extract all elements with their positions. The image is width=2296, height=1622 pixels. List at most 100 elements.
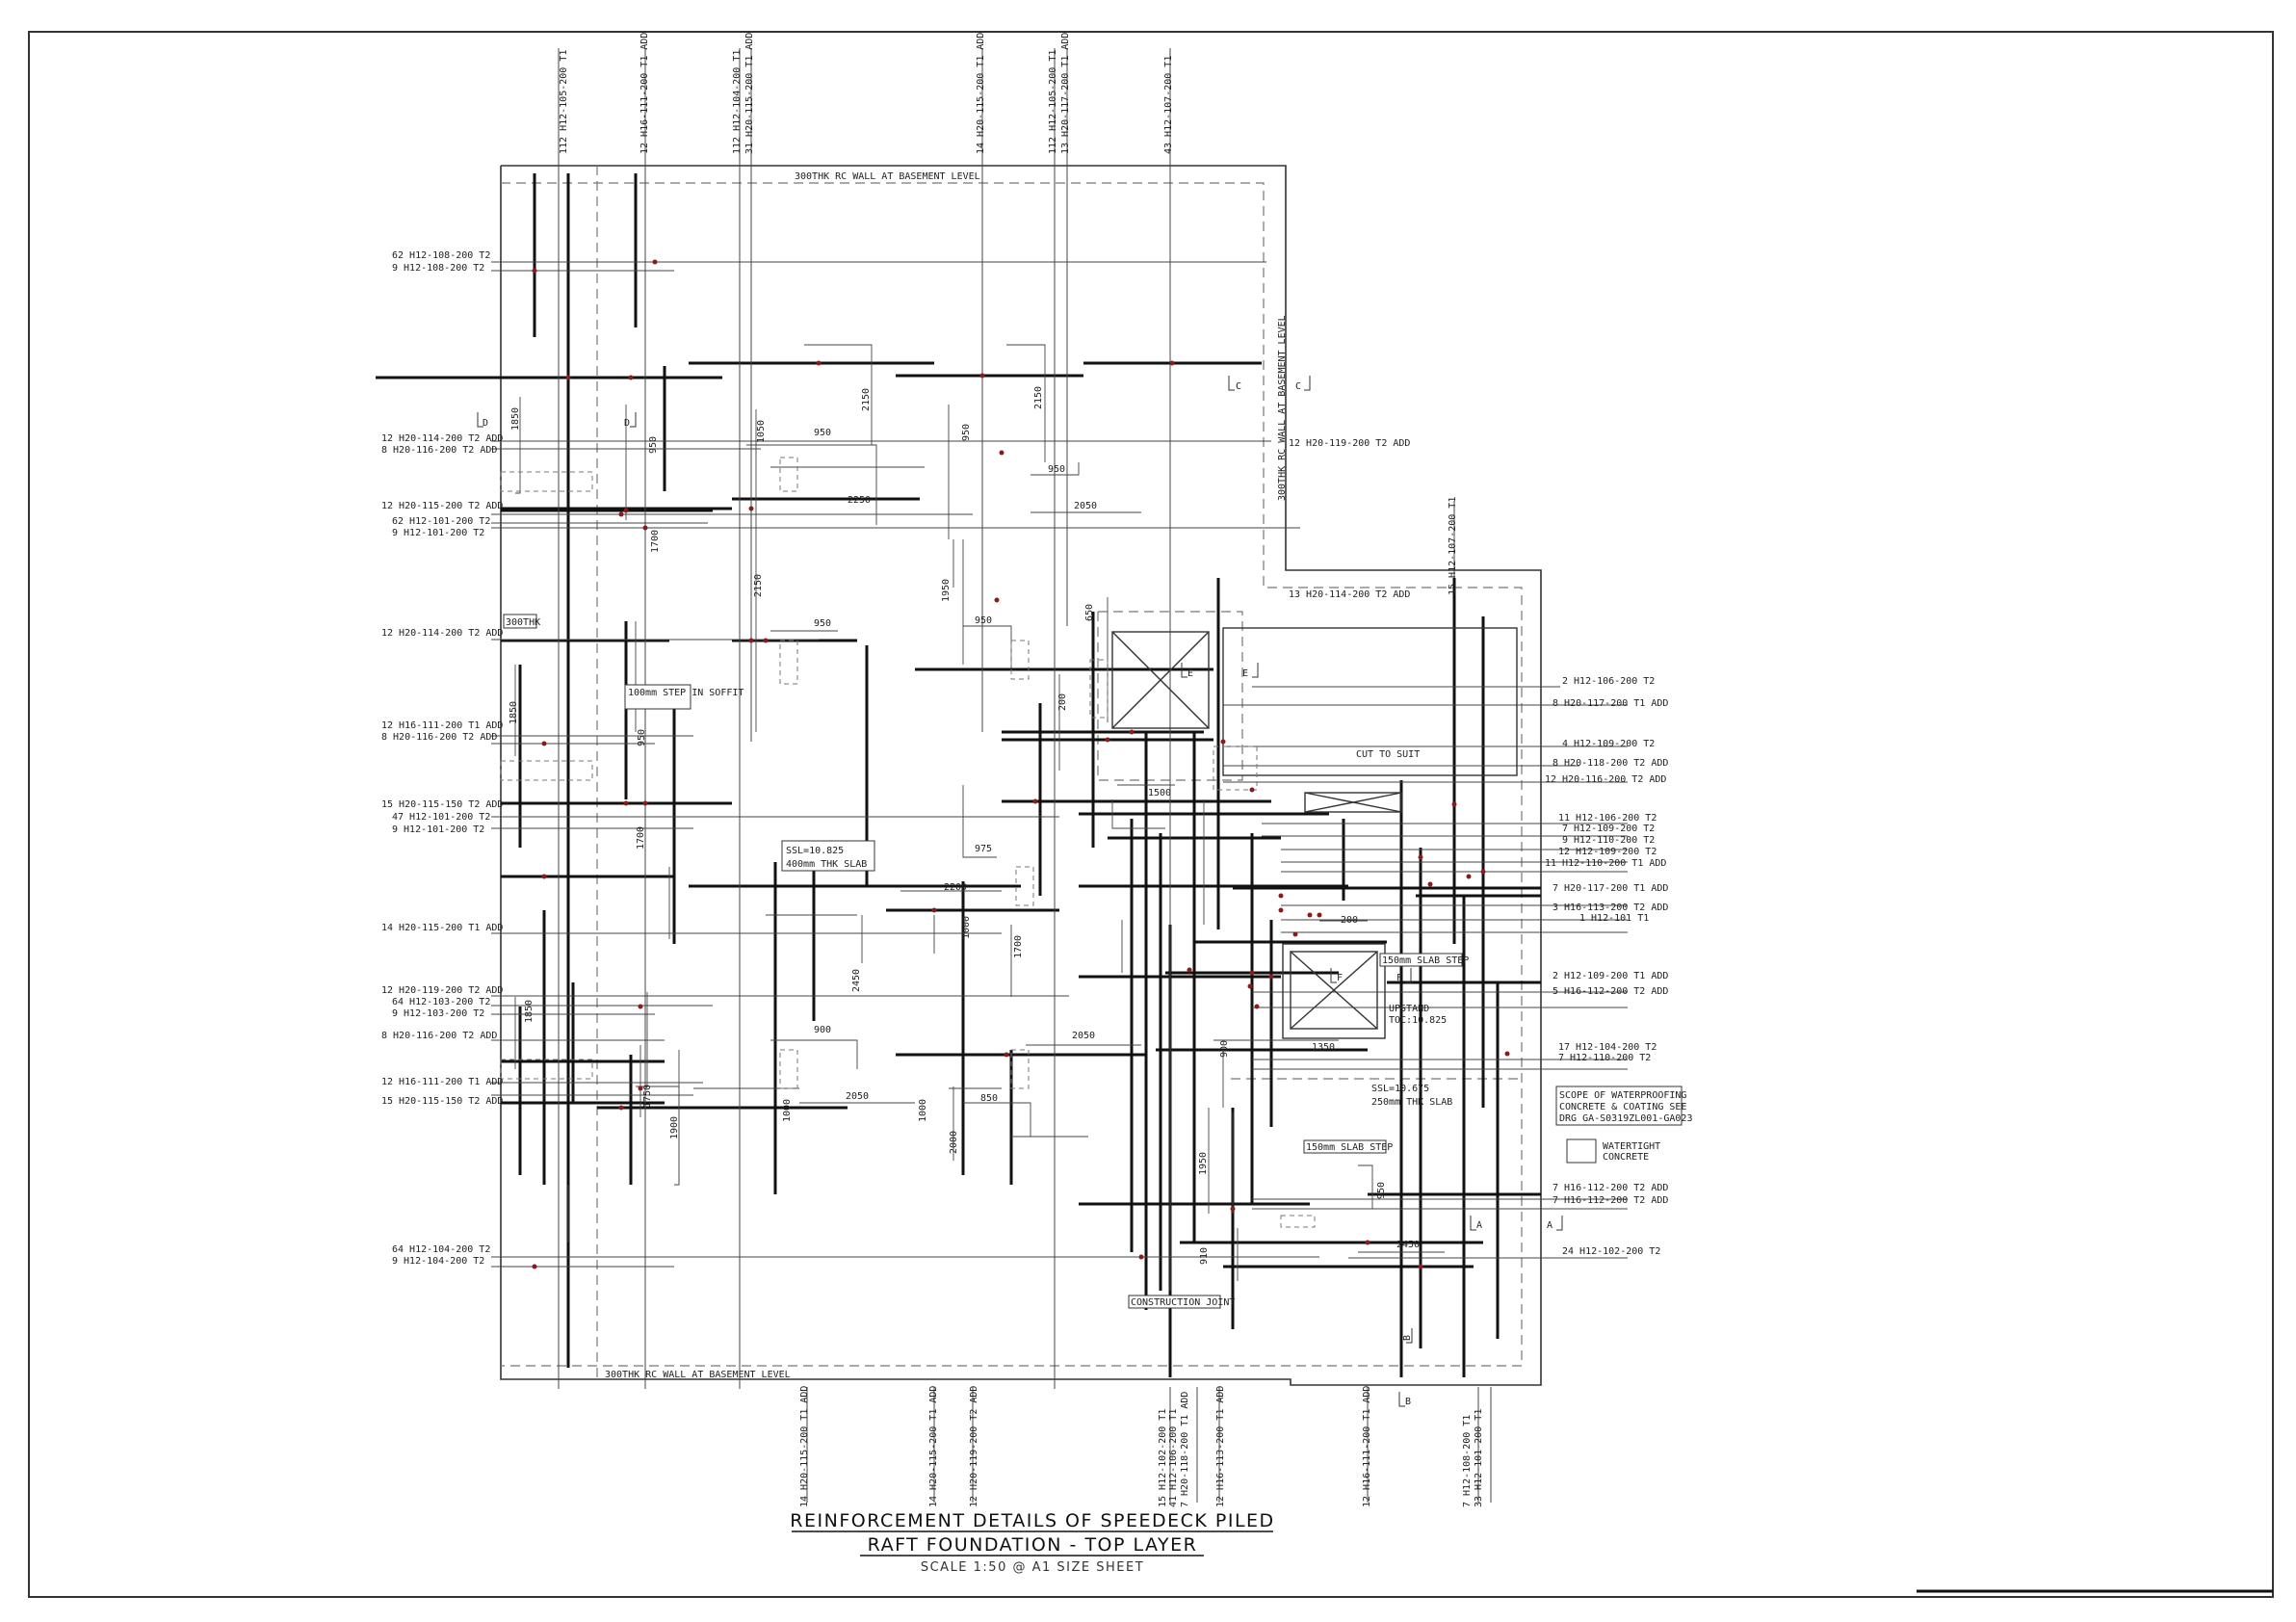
- dim: 2250: [848, 495, 871, 506]
- top-label: 13 H20-117-200 T1 ADD: [1060, 33, 1071, 154]
- top-label-group: 112 H12-105-200 T1 12 H16-111-200 T1 ADD…: [559, 33, 1458, 595]
- dim: 2150: [861, 388, 872, 411]
- left-label: 12 H20-115-200 T2 ADD: [381, 501, 503, 511]
- dim: 2050: [846, 1091, 869, 1102]
- bottom-label: 14 H20-115-200 T1 ADD: [799, 1386, 810, 1507]
- dashed-cells: [500, 457, 1316, 1228]
- section-b-2: B: [1402, 1335, 1413, 1341]
- dim: 900: [814, 1025, 831, 1035]
- wall-label-right: 300THK RC WALL AT BASEMENT LEVEL: [1277, 315, 1288, 501]
- right-label: 7 H20-117-200 T1 ADD: [1552, 883, 1668, 894]
- dim: 910: [1199, 1247, 1210, 1265]
- right-label: 8 H20-118-200 T2 ADD: [1552, 758, 1668, 769]
- top-label: 14 H20-115-200 T1 ADD: [976, 33, 986, 154]
- note-slab-step-2: 150mm SLAB STEP: [1306, 1142, 1393, 1153]
- left-label: 9 H12-108-200 T2: [392, 263, 484, 274]
- note-upstand: UPSTAND: [1389, 1004, 1429, 1014]
- legend-watertight-1: WATERTIGHT: [1603, 1141, 1660, 1152]
- dim: 2450: [851, 969, 862, 992]
- section-b-1: B: [1405, 1397, 1411, 1407]
- bottom-label: 33 H12-101-200 T1: [1474, 1409, 1484, 1507]
- left-label: 12 H20-119-200 T2 ADD: [381, 985, 503, 996]
- dim: 200: [1341, 915, 1358, 926]
- dim: 950: [975, 615, 992, 626]
- right-label: 7 H16-112-200 T2 ADD: [1552, 1183, 1668, 1193]
- right-label: 12 H12-109-200 T2: [1558, 847, 1657, 857]
- note-slab-2: 250mm THK SLAB: [1371, 1097, 1452, 1108]
- dim: 950: [814, 618, 831, 629]
- section-d-1: D: [483, 418, 488, 429]
- note-step-soffit-1: 100mm STEP IN SOFFIT: [628, 688, 744, 698]
- section-f-1: F: [1337, 973, 1343, 983]
- title-line-2: RAFT FOUNDATION - TOP LAYER: [868, 1534, 1198, 1556]
- left-label: 15 H20-115-150 T2 ADD: [381, 1096, 503, 1107]
- note-toc: TOC:10.825: [1389, 1015, 1447, 1026]
- dim: 1850: [510, 407, 521, 431]
- dim: 950: [1048, 464, 1065, 475]
- section-c-1: C: [1236, 381, 1241, 392]
- note-ssl-2: SSL=10.675: [1371, 1084, 1429, 1094]
- left-label: 64 H12-103-200 T2: [392, 997, 490, 1007]
- right-label: 7 H16-112-200 T2 ADD: [1552, 1195, 1668, 1206]
- left-label: 9 H12-101-200 T2: [392, 824, 484, 835]
- openings: [1111, 627, 1518, 1039]
- dim: 1500: [1148, 788, 1171, 798]
- left-label: 62 H12-101-200 T2: [392, 516, 490, 527]
- dim: 1850: [524, 1000, 535, 1023]
- top-label: 112 H12-105-200 T1: [1048, 50, 1058, 154]
- section-a-1: A: [1476, 1220, 1482, 1231]
- left-label: 15 H20-115-150 T2 ADD: [381, 799, 503, 810]
- left-label: 9 H12-104-200 T2: [392, 1256, 484, 1267]
- right-label: 8 H20-117-200 T1 ADD: [1552, 698, 1668, 709]
- left-label: 12 H16-111-200 T1 ADD: [381, 1077, 503, 1087]
- right-label: 3 H16-113-200 T2 ADD: [1552, 903, 1668, 913]
- dim: 200: [1057, 693, 1068, 711]
- dim: 1000: [961, 916, 972, 939]
- dim: 1750: [642, 1085, 653, 1108]
- section-a-2: A: [1547, 1220, 1552, 1231]
- dim: 850: [980, 1093, 998, 1104]
- right-label: 17 H12-104-200 T2: [1558, 1042, 1657, 1053]
- dim: 1350: [1312, 1042, 1335, 1053]
- bottom-label: 7 H12-108-200 T1: [1462, 1415, 1473, 1507]
- dim: 1700: [1013, 935, 1024, 958]
- left-label: 47 H12-101-200 T2: [392, 812, 490, 823]
- section-f-2: F: [1396, 973, 1402, 983]
- bottom-label: 7 H20-118-200 T1 ADD: [1180, 1392, 1190, 1507]
- dim: 1700: [650, 530, 661, 553]
- dim: 2150: [753, 574, 764, 597]
- right-label: 9 H12-110-200 T2: [1562, 835, 1655, 846]
- section-c-2: C: [1295, 381, 1301, 392]
- top-label: 31 H20-115-200 T1 ADD: [744, 33, 755, 154]
- bottom-label: 12 H16-111-200 T1 ADD: [1362, 1386, 1372, 1507]
- dim: 1000: [782, 1099, 793, 1122]
- dim: 950: [814, 428, 831, 438]
- wall-inner-dashed: [501, 166, 1523, 1379]
- right-label: 24 H12-102-200 T2: [1562, 1246, 1660, 1257]
- note-boxes: [624, 684, 1683, 1309]
- section-e-1: E: [1187, 668, 1193, 679]
- dim: 950: [1376, 1182, 1387, 1199]
- right-label: 7 H12-110-200 T2: [1558, 1053, 1651, 1063]
- section-markers: [477, 376, 1563, 1407]
- dim: 950: [961, 424, 972, 441]
- dim: 2150: [1033, 386, 1044, 409]
- wall-label-bottom: 300THK RC WALL AT BASEMENT LEVEL: [605, 1370, 791, 1380]
- left-label: 8 H20-116-200 T2 ADD: [381, 445, 497, 456]
- right-label: 11 H12-110-200 T1 ADD: [1545, 858, 1666, 869]
- left-label: 14 H20-115-200 T1 ADD: [381, 923, 503, 933]
- top-label: 43 H12-107-200 T1: [1163, 56, 1174, 154]
- note-scope-1: SCOPE OF WATERPROOFING: [1559, 1090, 1686, 1101]
- wall-label-left-tag: 300THK: [506, 617, 540, 628]
- top-label: 112 H12-104-200 T1: [732, 50, 743, 154]
- right-label: 4 H12-109-200 T2: [1562, 739, 1655, 749]
- left-label: 12 H16-111-200 T1 ADD: [381, 720, 503, 731]
- dim: 950: [648, 436, 659, 454]
- bottom-label: 14 H20-115-200 T1 ADD: [928, 1386, 939, 1507]
- left-label: 9 H12-103-200 T2: [392, 1008, 484, 1019]
- bottom-label: 15 H12-102-200 T1: [1158, 1409, 1168, 1507]
- dimension-lines: [514, 344, 1445, 1281]
- dim: 650: [1084, 604, 1095, 621]
- wall-tag-box: [503, 614, 537, 629]
